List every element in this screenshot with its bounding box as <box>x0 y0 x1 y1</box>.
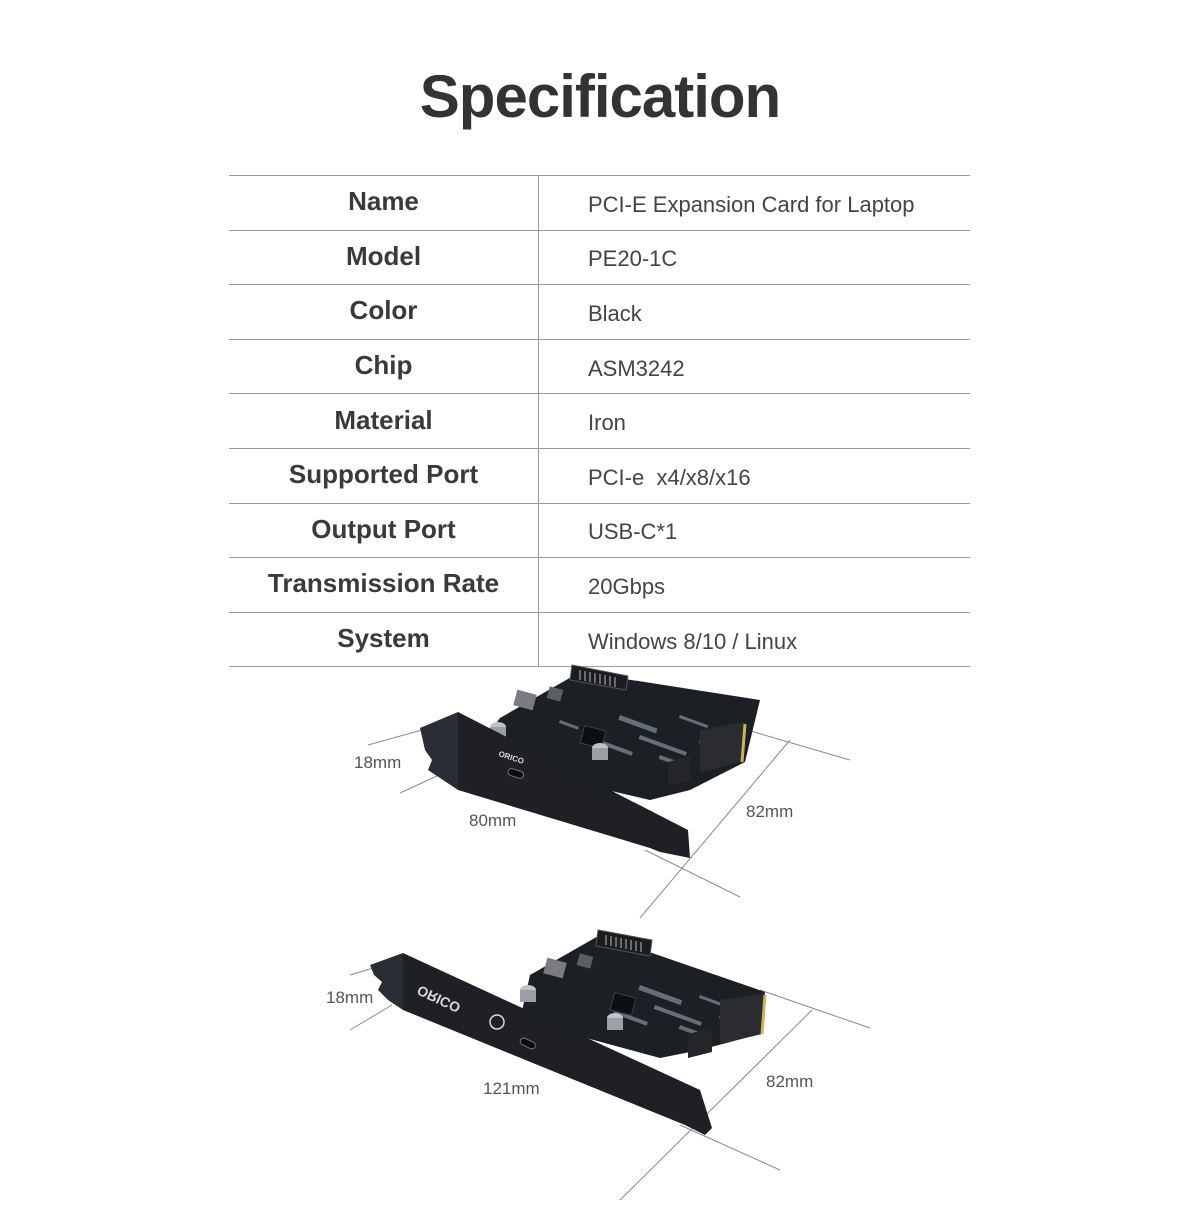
spec-value: 20Gbps <box>538 557 970 613</box>
spec-label: Color <box>229 284 539 340</box>
table-row: Color Black <box>229 284 970 340</box>
spec-value: Iron <box>538 393 970 449</box>
page-title: Specification <box>419 63 781 130</box>
spec-label: Name <box>229 175 539 231</box>
spec-label: Model <box>229 229 539 286</box>
full-height-card-figure: ORICO 18mm 121mm 82mm <box>0 910 1200 1201</box>
table-row: Transmission Rate 20Gbps <box>229 557 970 613</box>
dimension-bracket-length: 121mm <box>483 1079 540 1098</box>
spec-label: Output Port <box>229 502 539 559</box>
dimension-card-depth: 82mm <box>766 1072 814 1091</box>
table-row: Model PE20-1C <box>229 229 970 286</box>
pcie-card-illustration: ORICO <box>349 929 871 1201</box>
bracket <box>403 953 712 1135</box>
spec-label: Transmission Rate <box>229 557 539 613</box>
spec-label: Supported Port <box>229 447 539 504</box>
low-profile-card-figure: ORICO 18mm 80mm 82mm <box>0 650 1200 930</box>
spec-value: PCI-E Expansion Card for Laptop <box>538 175 970 231</box>
usb-c-port <box>519 1037 536 1050</box>
pcie-card-illustration: ORICO <box>367 664 851 919</box>
specification-table: Name PCI-E Expansion Card for Laptop Mod… <box>229 175 970 668</box>
table-row: Output Port USB-C*1 <box>229 502 970 559</box>
dimension-thickness: 18mm <box>354 753 402 772</box>
dimension-lines <box>349 962 871 1201</box>
spec-value: USB-C*1 <box>538 502 970 559</box>
dimension-card-depth: 82mm <box>746 802 794 821</box>
spec-value: PE20-1C <box>538 229 970 286</box>
dimension-thickness: 18mm <box>326 988 374 1007</box>
spec-value: PCI-e x4/x8/x16 <box>538 447 970 504</box>
spec-label: System <box>229 611 539 668</box>
spec-label: Chip <box>229 338 539 395</box>
dimension-bracket-length: 80mm <box>469 811 517 830</box>
table-row: Name PCI-E Expansion Card for Laptop <box>229 175 970 231</box>
spec-label: Material <box>229 393 539 449</box>
usb-c-port <box>507 768 525 779</box>
spec-value: Windows 8/10 / Linux <box>538 611 970 668</box>
orico-emblem-icon <box>489 1014 505 1030</box>
spec-value: Black <box>538 284 970 340</box>
table-row: System Windows 8/10 / Linux <box>229 611 970 668</box>
table-row: Chip ASM3242 <box>229 338 970 395</box>
table-row: Material Iron <box>229 393 970 449</box>
spec-value: ASM3242 <box>538 338 970 395</box>
bracket <box>458 712 690 858</box>
table-row: Supported Port PCI-e x4/x8/x16 <box>229 447 970 504</box>
